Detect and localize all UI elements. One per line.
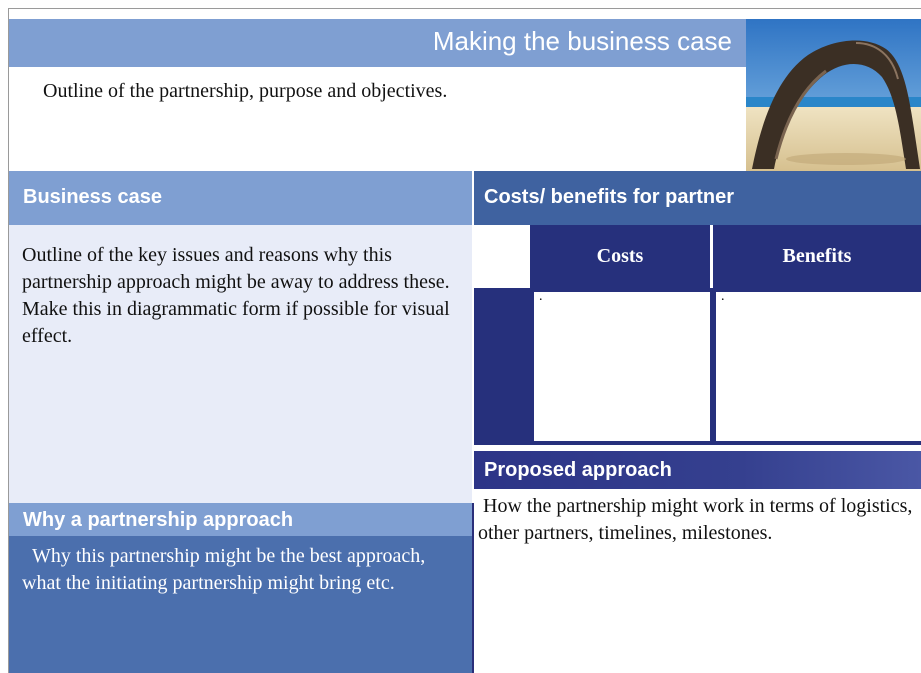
page-title: Making the business case [432,26,732,56]
beach-driftwood-photo [746,19,921,171]
costs-benefits-heading: Costs/ benefits for partner [484,186,735,208]
benefits-column-header: Benefits [782,245,852,267]
proposed-approach-header: Proposed approach [474,451,921,489]
beach-photo-graphic [746,19,921,171]
benefits-cell: . [716,289,921,441]
matrix-header-band [530,225,921,288]
costs-benefits-header: Costs/ benefits for partner [474,171,921,225]
business-case-heading: Business case [23,186,162,208]
page-subtitle: Outline of the partnership, purpose and … [43,80,448,102]
slide-frame [8,8,921,673]
matrix-row-band [474,288,533,445]
costs-cell-text: . [539,289,543,304]
costs-cell: . [534,289,710,441]
column-divider [472,503,474,673]
title-bar: Making the business case [9,19,746,67]
matrix-header-separator [710,225,713,288]
why-partnership-body: Why this partnership might be the best a… [22,545,431,594]
benefits-cell-text: . [721,289,725,304]
business-case-body: Outline of the key issues and reasons wh… [22,244,450,347]
costs-benefits-matrix: . . Costs Benefits [474,225,921,445]
costs-column-header: Costs [596,245,644,267]
proposed-approach-body: How the partnership might work in terms … [478,495,918,544]
business-case-header: Business case [9,171,472,225]
proposed-approach-heading: Proposed approach [484,459,672,481]
why-partnership-heading: Why a partnership approach [23,509,294,531]
why-partnership-header: Why a partnership approach [9,503,474,536]
business-case-panel: Outline of the key issues and reasons wh… [9,225,472,503]
why-partnership-panel: Why this partnership might be the best a… [9,536,472,673]
